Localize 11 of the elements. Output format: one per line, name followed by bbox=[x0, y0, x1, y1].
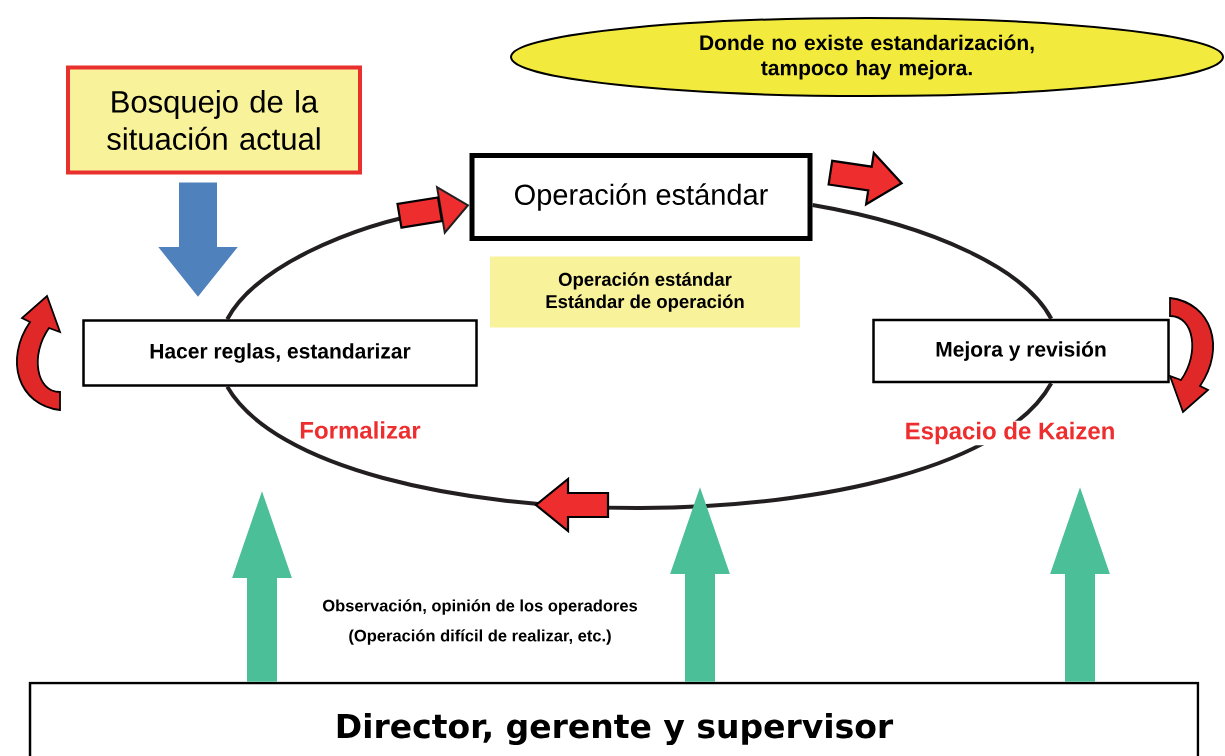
input-box: Bosquejo de la situación actual bbox=[66, 65, 362, 175]
note-text: Observación, opinión de los operadores bbox=[323, 599, 638, 615]
note-text: (Operación difícil de realizar, etc.) bbox=[349, 629, 611, 645]
actor-box: Director, gerente y supervisor bbox=[28, 681, 1200, 756]
cycle-line bbox=[812, 203, 1053, 320]
process-box: Hacer reglas, estandarizar bbox=[82, 319, 478, 387]
process-box: Operación estándar bbox=[469, 153, 813, 241]
note-box: Operación estándar Estándar de operación bbox=[490, 256, 800, 328]
process-box: Mejora y revisión bbox=[872, 318, 1170, 384]
stage-label: Espacio de Kaizen bbox=[903, 420, 1117, 446]
stage-label: Formalizar bbox=[298, 420, 422, 440]
